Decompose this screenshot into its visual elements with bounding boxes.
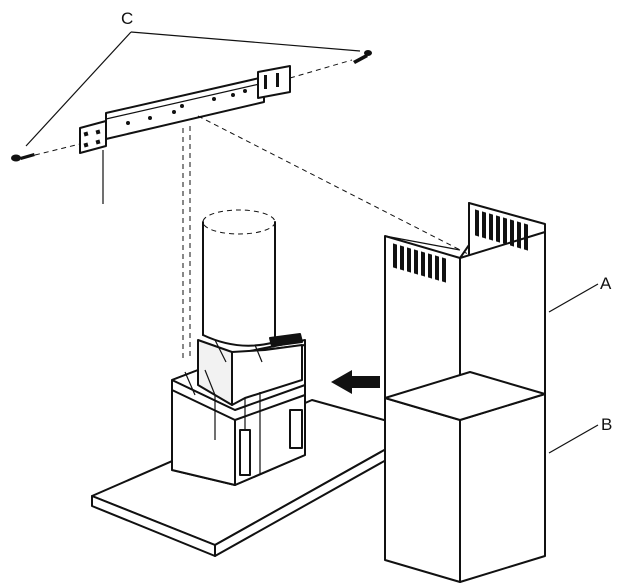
label-c: C	[121, 9, 133, 28]
chimney-lower-b	[384, 371, 546, 583]
arrow-left-icon	[331, 370, 380, 394]
mounting-bracket	[79, 65, 291, 154]
motor-housing	[171, 333, 306, 486]
screw-left	[11, 153, 35, 162]
label-a: A	[600, 274, 612, 293]
label-b: B	[601, 415, 612, 434]
exhaust-pipe	[202, 209, 276, 363]
chimney-upper-a	[384, 202, 546, 421]
screw-right	[353, 50, 372, 64]
leader-lines	[25, 31, 599, 454]
